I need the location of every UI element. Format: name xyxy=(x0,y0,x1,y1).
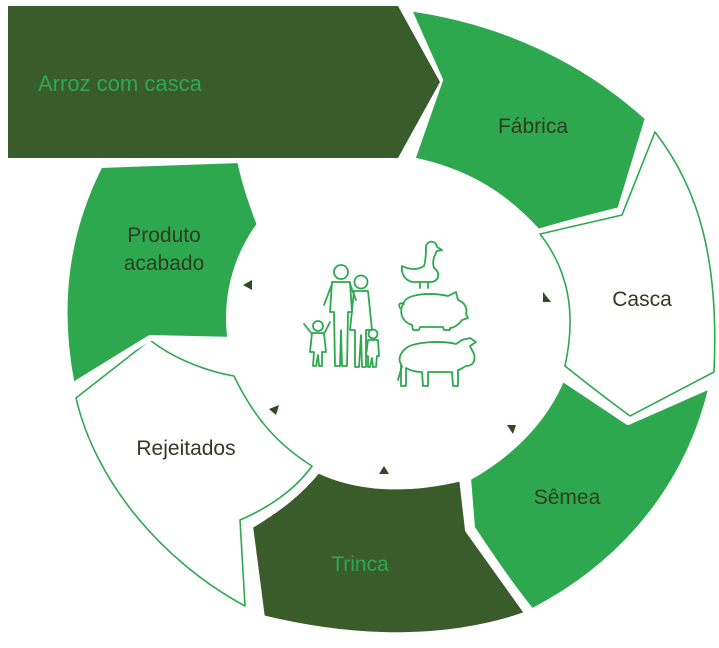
segment-label-produto-line2: acabado xyxy=(124,252,205,275)
segment-casca xyxy=(539,131,716,417)
arrow-marker-trinca xyxy=(379,466,389,474)
arrow-marker-rejeitados xyxy=(269,405,279,415)
arrow-marker-casca xyxy=(543,292,551,302)
segment-label-fabrica: Fábrica xyxy=(498,115,568,138)
segment-label-semea: Sêmea xyxy=(534,486,601,509)
family-icon xyxy=(303,264,380,368)
segment-label-rejeitados: Rejeitados xyxy=(136,437,235,460)
banner-label: Arroz com casca xyxy=(38,71,203,96)
segment-fabrica xyxy=(405,5,651,235)
center-circle xyxy=(226,158,546,478)
arrow-marker-produto xyxy=(243,280,252,290)
segment-trinca xyxy=(247,467,531,639)
banner-arroz-com-casca xyxy=(8,6,440,158)
segment-label-casca: Casca xyxy=(612,288,672,311)
cow-icon xyxy=(397,337,477,387)
arrow-marker-semea xyxy=(507,425,516,434)
segment-label-trinca: Trinca xyxy=(331,553,389,576)
segment-label-produto-line1: Produto xyxy=(127,224,201,247)
pig-icon xyxy=(398,291,469,331)
goose-icon xyxy=(400,240,443,289)
segment-semea xyxy=(465,375,715,615)
segment-rejeitados xyxy=(75,339,313,607)
